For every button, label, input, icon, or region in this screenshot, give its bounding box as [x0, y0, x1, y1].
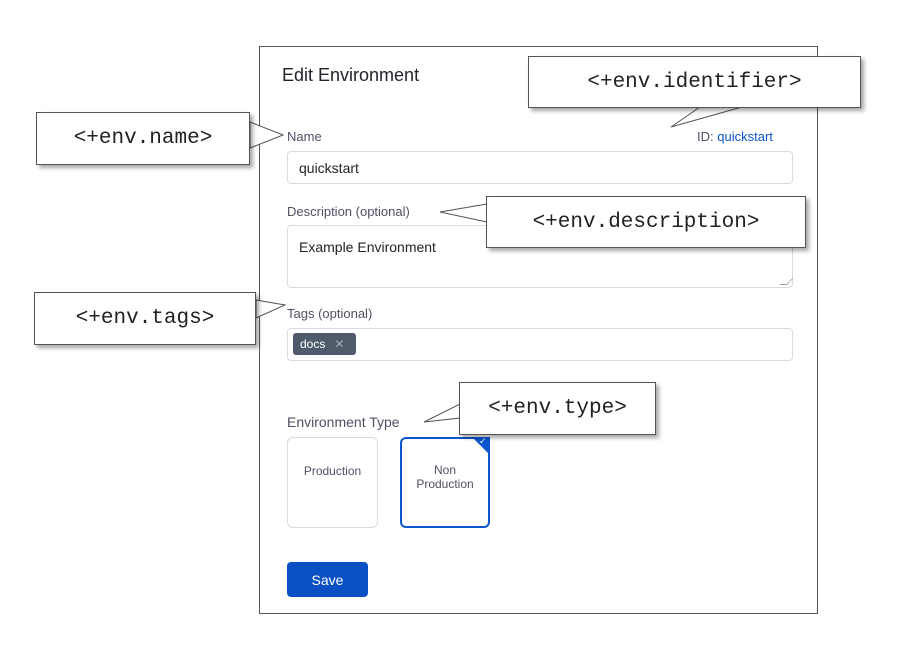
tags-callout: <+env.tags>	[34, 292, 256, 345]
tags-label: Tags (optional)	[287, 306, 373, 321]
name-callout: <+env.name>	[36, 112, 250, 165]
remove-tag-icon[interactable]: ✕	[334, 337, 345, 351]
type-pointer	[423, 403, 461, 423]
type-card-production[interactable]: Production	[287, 437, 378, 528]
type-card-label: Non Production	[416, 463, 474, 491]
identifier-edit-link[interactable]: quickstart	[717, 129, 773, 144]
save-button[interactable]: Save	[287, 562, 368, 597]
type-callout: <+env.type>	[459, 382, 656, 435]
dialog-title: Edit Environment	[282, 65, 420, 85]
type-card-non-production[interactable]: Non Production	[400, 437, 490, 528]
tag-chip: docs ✕	[293, 333, 356, 355]
description-callout: <+env.description>	[486, 196, 806, 248]
name-label: Name	[287, 129, 322, 144]
tags-input[interactable]	[287, 328, 793, 361]
name-pointer	[249, 121, 285, 149]
tags-pointer	[255, 299, 287, 319]
name-input[interactable]: quickstart	[287, 151, 793, 184]
description-label: Description (optional)	[287, 204, 410, 219]
identifier-callout: <+env.identifier>	[528, 56, 861, 108]
type-card-label: Production	[303, 464, 362, 478]
description-pointer	[439, 203, 488, 223]
identifier-display: ID: quickstart	[697, 129, 773, 144]
identifier-pointer	[670, 106, 743, 128]
id-prefix: ID:	[697, 129, 714, 144]
tag-chip-label: docs	[300, 337, 326, 351]
check-icon: ✓	[479, 436, 487, 446]
selected-corner	[472, 437, 490, 455]
environment-type-label: Environment Type	[287, 414, 400, 430]
